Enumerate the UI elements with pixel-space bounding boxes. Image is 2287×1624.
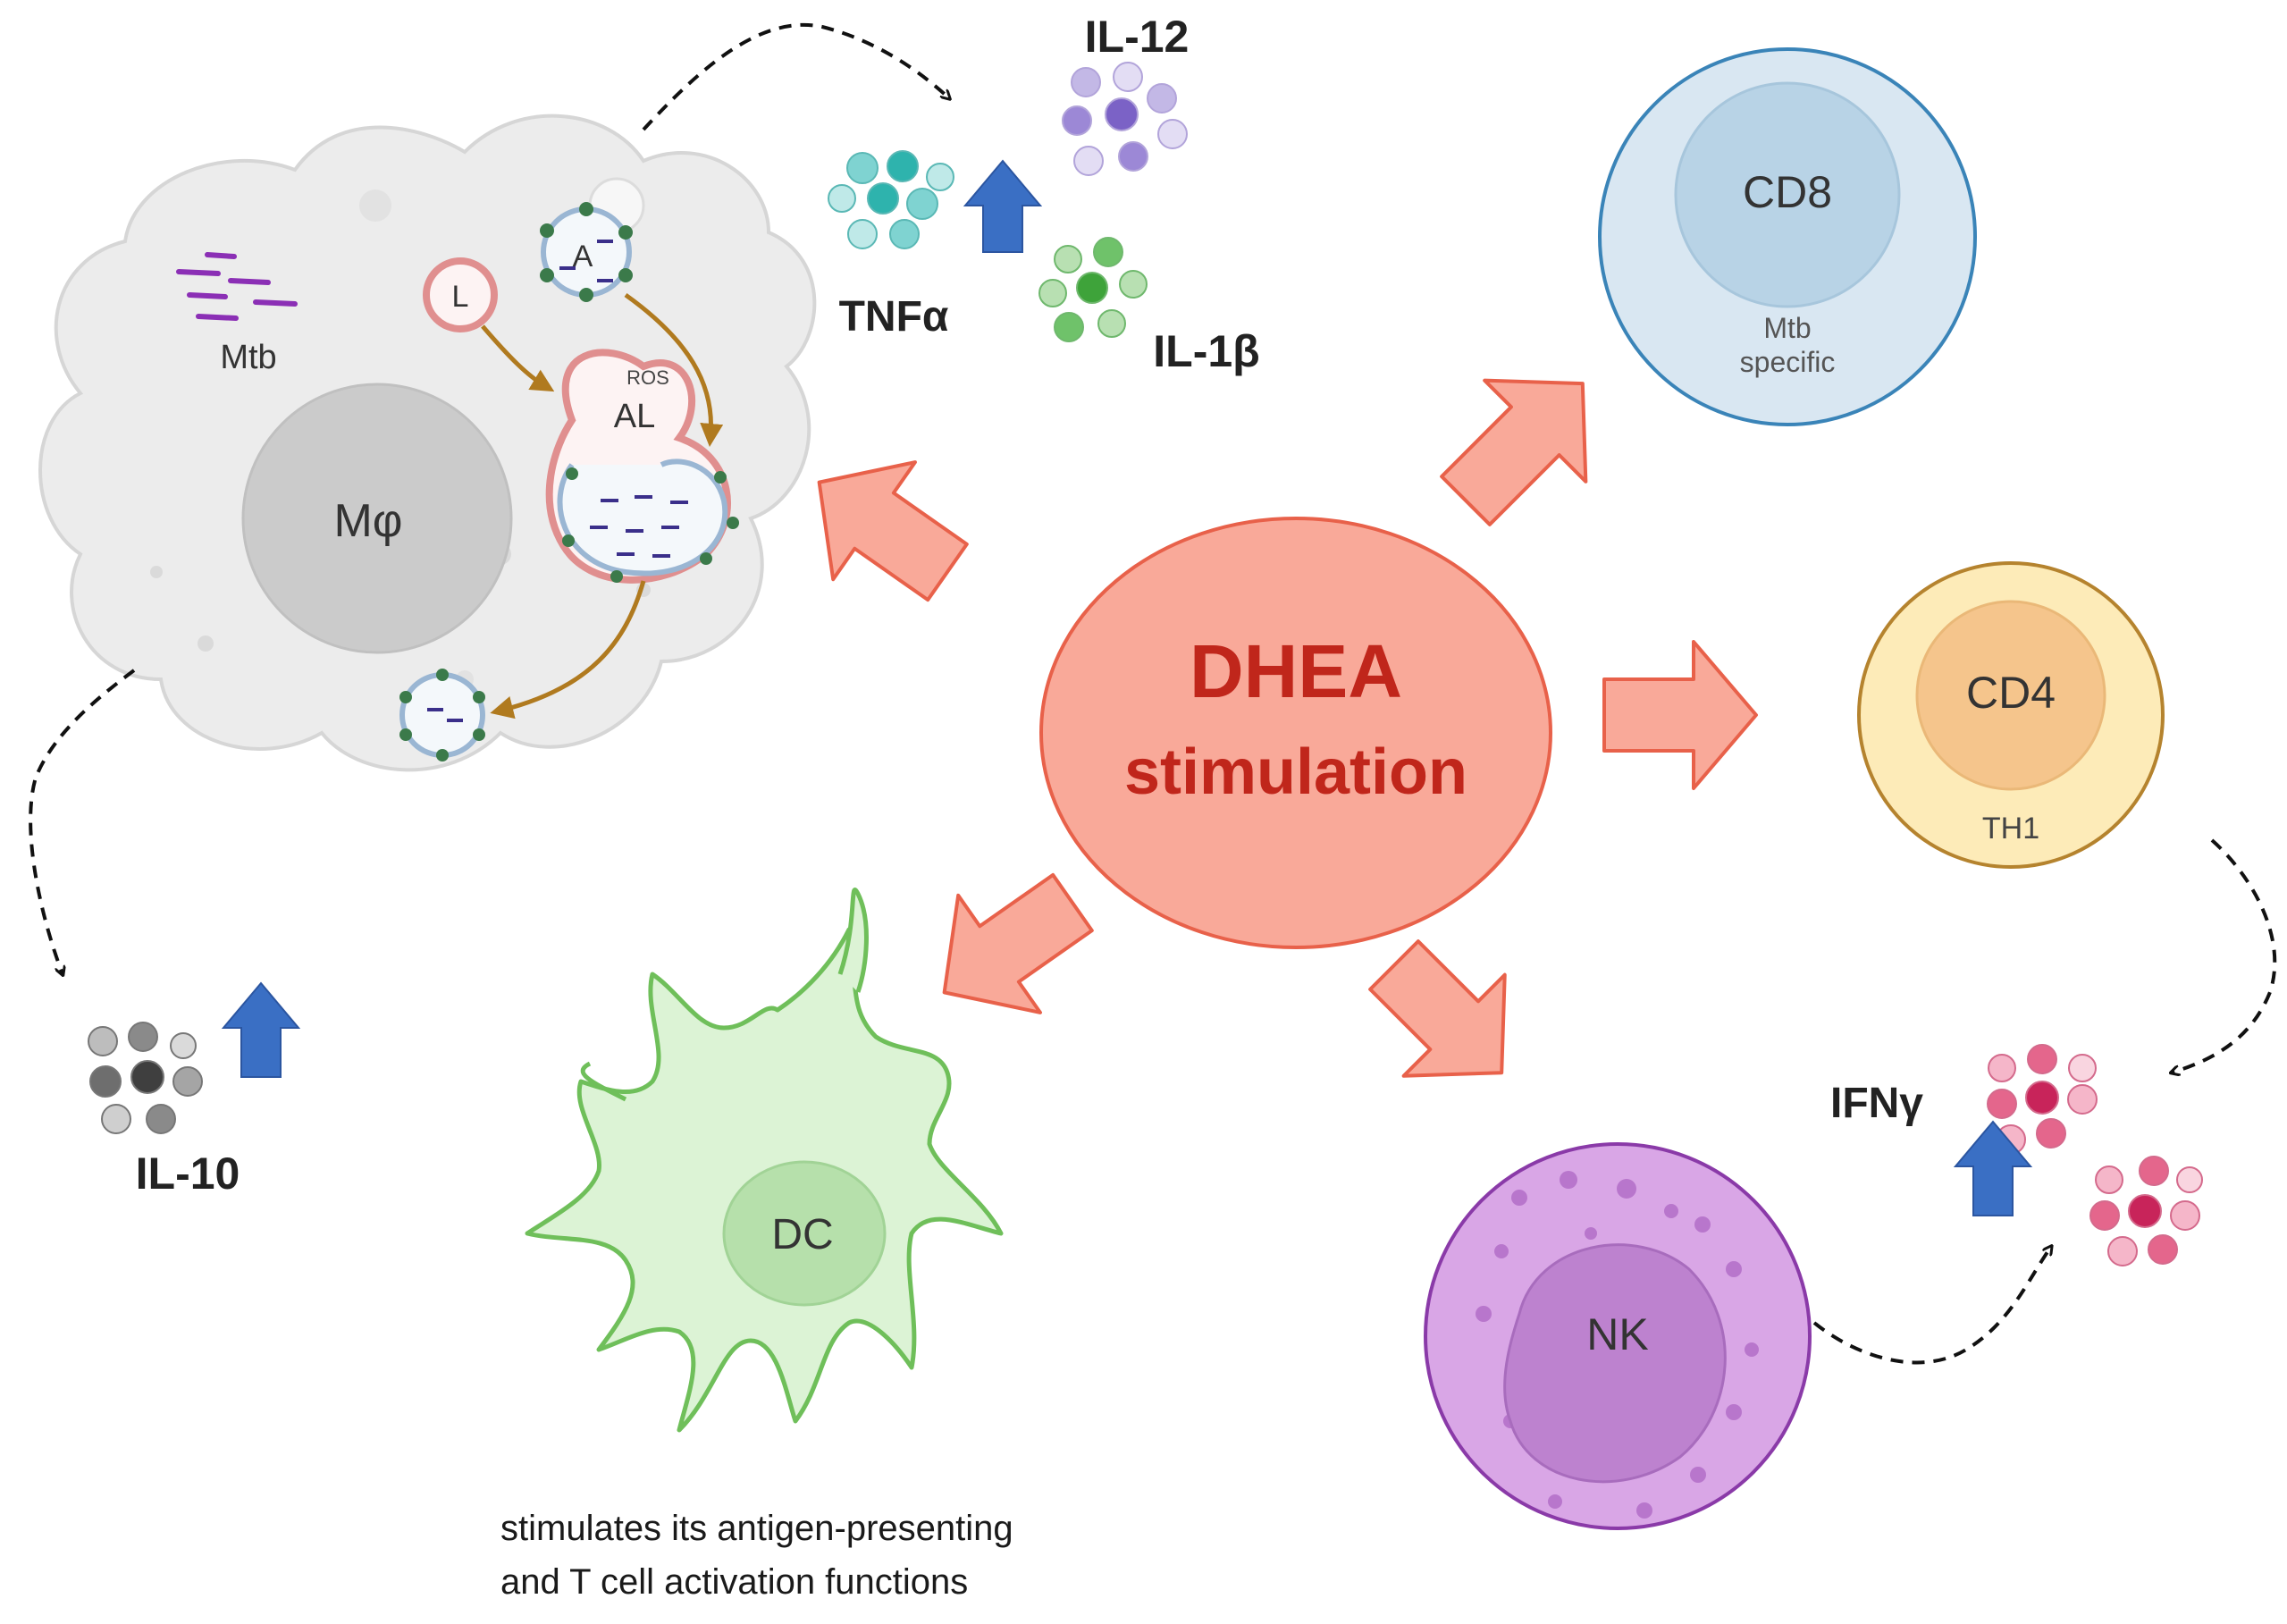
- block-arrows: [817, 378, 1758, 1078]
- il10-up-arrow: [221, 981, 301, 1078]
- il10-cluster: IL-10: [88, 1022, 240, 1199]
- dc-caption: stimulates its antigen-presenting and T …: [500, 1502, 1180, 1609]
- nk-label: NK: [1586, 1309, 1648, 1359]
- arrow-to-cd8: [1440, 378, 1588, 526]
- dc-label: DC: [771, 1211, 833, 1258]
- residual-vesicle: [399, 669, 485, 762]
- lysosome-label: L: [452, 280, 469, 314]
- tnf-label: TNFα: [839, 293, 949, 341]
- tnf-cluster: TNFα: [828, 150, 954, 341]
- ros-label: ROS: [626, 366, 669, 389]
- arrow-to-macrophage: [817, 460, 969, 602]
- svg-text:A: A: [573, 240, 593, 273]
- dc-caption-line2: and T cell activation functions: [500, 1562, 969, 1602]
- dc-cell: DC: [525, 888, 1004, 1433]
- tnf-up-arrow: [963, 159, 1043, 253]
- autolysosome-label: AL: [614, 398, 655, 435]
- autophagosome: A: [540, 202, 633, 302]
- dashed-arrows: [29, 22, 2277, 1365]
- cd8-label: CD8: [1743, 167, 1832, 217]
- ifng-label: IFNγ: [1830, 1080, 1923, 1127]
- lysosome: [423, 257, 498, 332]
- cd8-sub2: specific: [1740, 346, 1836, 378]
- il1b-label: IL-1β: [1153, 326, 1259, 376]
- fusion-arrow-a: [624, 292, 724, 447]
- dc-caption-line1: stimulates its antigen-presenting: [500, 1509, 1013, 1548]
- degradation-arrow: [490, 580, 646, 719]
- dashed-arrow-cd4-to-ifng: [2172, 838, 2277, 1073]
- cd4-cell: CD4 TH1: [1857, 561, 2165, 869]
- dhea-stimulation: DHEA stimulation: [1039, 517, 1552, 949]
- cd8-cell: CD8 Mtb specific: [1598, 47, 1977, 426]
- arrow-to-dc: [942, 872, 1094, 1014]
- ifng-cluster: IFNγ: [1830, 1044, 2203, 1266]
- cd4-sub: TH1: [1982, 812, 2039, 846]
- dashed-arrow-to-il10: [29, 669, 136, 974]
- il12-cluster: IL-12: [1062, 12, 1190, 176]
- cd8-sub1: Mtb: [1763, 312, 1811, 344]
- arrow-to-cd4: [1602, 640, 1758, 790]
- dashed-arrow-to-cytokines: [642, 22, 949, 131]
- ifng-up-arrow: [1953, 1120, 2033, 1216]
- il12-label: IL-12: [1085, 12, 1190, 62]
- mtb-label: Mtb: [220, 339, 276, 376]
- cd4-label: CD4: [1966, 668, 2056, 718]
- macrophage-cell: Mφ Mtb L A ROS AL: [38, 114, 817, 772]
- dhea-subtitle: stimulation: [1124, 736, 1467, 808]
- mtb-bacteria: [176, 252, 298, 321]
- dhea-title: DHEA: [1190, 629, 1402, 713]
- macrophage-nucleus: [241, 383, 513, 654]
- il10-label: IL-10: [136, 1149, 240, 1199]
- macrophage-label: Mφ: [333, 495, 402, 547]
- fusion-arrow-l: [481, 324, 555, 392]
- autolysosome: ROS AL: [545, 349, 739, 584]
- nk-cell: NK: [1424, 1142, 1812, 1530]
- arrow-to-nk: [1368, 939, 1507, 1078]
- dashed-arrow-nk-to-ifng: [1812, 1247, 2051, 1365]
- il1b-cluster: IL-1β: [1038, 237, 1260, 376]
